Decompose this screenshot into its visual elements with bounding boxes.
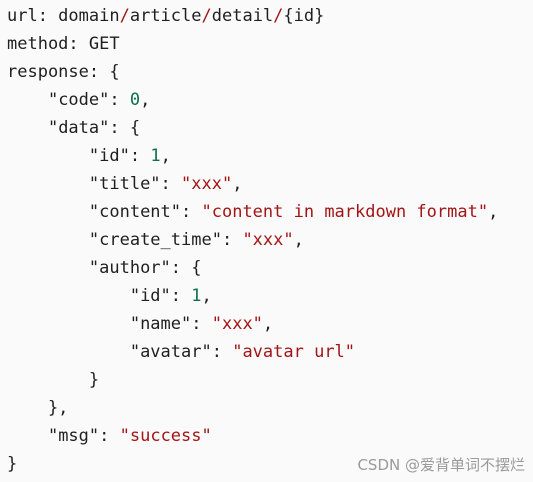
response-close-line: } <box>7 454 18 474</box>
author-id-value: 1 <box>191 286 202 306</box>
title-key: "title" <box>88 174 161 194</box>
method-line: method: GET <box>7 34 120 54</box>
author-close-line: } <box>7 370 100 390</box>
content-key: "content" <box>88 202 182 222</box>
content-value: "content in markdown format" <box>201 202 489 222</box>
url-line: url: domain/article/detail/{id} <box>7 2 498 30</box>
create-time-key: "create_time" <box>88 230 222 250</box>
response-line: response: { <box>7 62 120 82</box>
author-name-key: "name" <box>129 314 192 334</box>
create-time-line: "create_time": "xxx", <box>88 230 304 250</box>
author-name-value: "xxx" <box>211 314 263 334</box>
msg-value: "success" <box>119 426 212 446</box>
data-id-line: "id": 1, <box>88 146 171 166</box>
url-label: url: domain <box>7 6 120 26</box>
path-id: {id} <box>283 6 325 26</box>
path-separator: / <box>119 6 130 26</box>
msg-line: "msg": "success" <box>47 426 212 446</box>
author-id-line: "id": 1, <box>129 286 212 306</box>
author-avatar-line: "avatar": "avatar url" <box>129 342 356 362</box>
code-block: url: domain/article/detail/{id}method: G… <box>7 2 498 478</box>
path-detail: detail <box>211 6 274 26</box>
code-value: 0 <box>129 90 141 110</box>
author-key: "author" <box>88 258 171 278</box>
author-avatar-key: "avatar" <box>129 342 212 362</box>
csdn-watermark: CSDN @爱背单词不摆烂 <box>357 456 525 474</box>
data-id-value: 1 <box>150 146 161 166</box>
author-id-key: "id" <box>129 286 171 306</box>
code-line: "code": 0, <box>47 90 151 110</box>
create-time-value: "xxx" <box>242 230 294 250</box>
title-line: "title": "xxx", <box>88 174 243 194</box>
data-line: "data": { <box>47 118 141 138</box>
data-key: "data" <box>47 118 110 138</box>
path-separator: / <box>273 6 284 26</box>
title-value: "xxx" <box>181 174 233 194</box>
path-article: article <box>129 6 202 26</box>
content-line: "content": "content in markdown format", <box>88 202 499 222</box>
path-separator: / <box>201 6 212 26</box>
author-name-line: "name": "xxx", <box>129 314 274 334</box>
code-key: "code" <box>47 90 110 110</box>
author-line: "author": { <box>88 258 202 278</box>
author-avatar-value: "avatar url" <box>232 342 356 362</box>
data-id-key: "id" <box>88 146 130 166</box>
msg-key: "msg" <box>47 426 100 446</box>
data-close-line: }, <box>7 398 69 418</box>
